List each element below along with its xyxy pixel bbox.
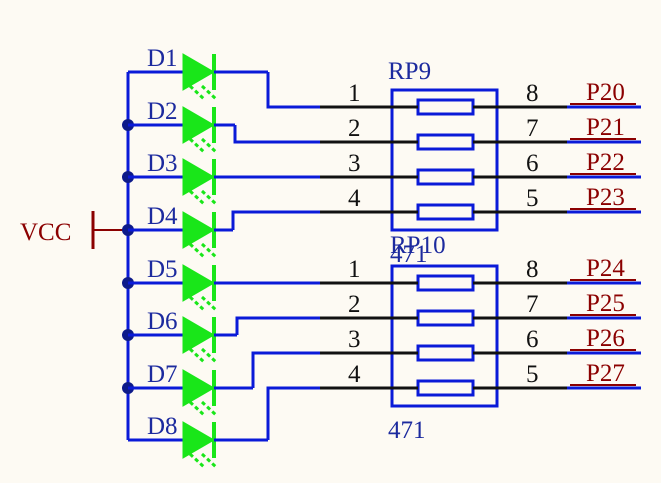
led-d6-label: D6 — [147, 308, 178, 335]
led-d3: D3 — [128, 150, 320, 206]
rp10-pin-1: 1 — [348, 256, 361, 283]
rp10-value: 471 — [388, 417, 426, 444]
led-d1-label: D1 — [147, 45, 178, 72]
rp9-pin-3: 3 — [348, 150, 361, 177]
rp10-pin-3: 3 — [348, 326, 361, 353]
rp9-pin-4: 4 — [348, 185, 361, 212]
led-d2: D2 — [128, 98, 235, 154]
resistor-pack-rp9: RP9 1 2 3 4 8 7 6 5 471 — [320, 58, 567, 268]
output-wires — [567, 105, 641, 390]
rp9-pin-7: 7 — [526, 115, 539, 142]
net-labels: P20 P21 P22 P23 P24 P25 P26 P27 — [570, 79, 636, 387]
rp10-pin-4: 4 — [348, 361, 361, 388]
net-label-p27: P27 — [586, 360, 625, 387]
net-label-p25: P25 — [586, 290, 625, 317]
led-d3-label: D3 — [147, 150, 178, 177]
rp10-pin-7: 7 — [526, 291, 539, 318]
led-d1: D1 — [128, 45, 268, 101]
resistor-pack-rp10: RP10 1 2 3 4 8 7 6 5 471 — [320, 232, 567, 444]
net-label-p26: P26 — [586, 325, 625, 352]
led-d5: D5 — [128, 256, 320, 312]
rp9-pin-5: 5 — [526, 185, 539, 212]
vcc-label: VCC — [20, 219, 71, 246]
net-label-p24: P24 — [586, 255, 625, 282]
led-d2-label: D2 — [147, 98, 178, 125]
rp9-pin-8: 8 — [526, 80, 539, 107]
led-d4-label: D4 — [147, 203, 178, 230]
rp10-pin-5: 5 — [526, 361, 539, 388]
rp9-pin-2: 2 — [348, 115, 361, 142]
net-label-p21: P21 — [586, 114, 625, 141]
net-label-p20: P20 — [586, 79, 625, 106]
rp10-pin-2: 2 — [348, 291, 361, 318]
led-d7: D7 — [128, 361, 253, 417]
rp9-name: RP9 — [388, 58, 431, 85]
led-d6: D6 — [128, 308, 237, 364]
led-d8-label: D8 — [147, 413, 178, 440]
rp9-value: 471 — [390, 241, 428, 268]
cathode-wires — [231, 72, 320, 440]
rp10-name: RP10 — [390, 232, 446, 259]
led-d4: D4 — [128, 203, 233, 259]
net-label-p23: P23 — [586, 184, 625, 211]
led-d7-label: D7 — [147, 361, 178, 388]
rp9-pin-1: 1 — [348, 80, 361, 107]
rp9-pin-6: 6 — [526, 150, 539, 177]
led-d5-label: D5 — [147, 256, 178, 283]
net-label-p22: P22 — [586, 149, 625, 176]
led-d8: D8 — [128, 413, 268, 469]
rp10-pin-6: 6 — [526, 326, 539, 353]
rp10-pin-8: 8 — [526, 256, 539, 283]
